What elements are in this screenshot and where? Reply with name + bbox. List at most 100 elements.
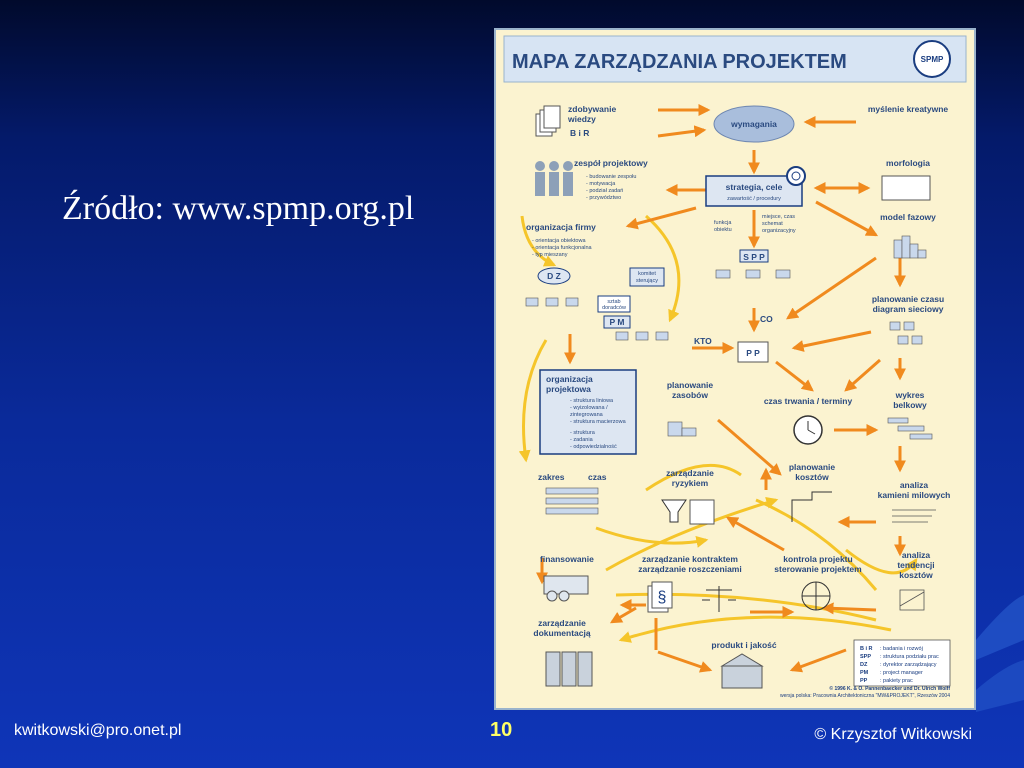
org-item-3: - typ mieszany: [532, 252, 568, 258]
contract-paragraph-icon: [647, 581, 673, 613]
pp-box-icon: [737, 341, 769, 363]
org-proj-item-1: - struktura liniowa: [570, 398, 614, 404]
czas-label: czas: [588, 472, 607, 482]
org-proj-box: [539, 369, 637, 455]
cost-chart-icon: [791, 491, 832, 522]
kontrakty-line1: zarządzanie kontraktem: [642, 554, 738, 564]
cloud-icon: [713, 105, 795, 143]
komitet-box: [629, 267, 665, 287]
koszty-line2: kosztów: [795, 472, 829, 482]
money-icon: [543, 575, 589, 602]
dz-box: [537, 267, 571, 285]
kontrakty-line2: zarządzanie roszczeniami: [638, 564, 741, 574]
ryzyko-line1: zarządzanie: [666, 468, 714, 478]
org-item-1: - orientacja obiektowa: [532, 238, 586, 244]
source-text: Źródło: www.spmp.org.pl: [62, 190, 415, 227]
legend-val-4: : project manager: [880, 670, 923, 676]
people-icon: [535, 161, 573, 196]
ryzyko-line2: ryzykiem: [672, 478, 709, 488]
org-proj-line2: projektowa: [546, 384, 591, 394]
legend-val-3: : dyrektor zarządzający: [880, 662, 937, 668]
pm-label: P M: [610, 317, 625, 327]
strategia-line1: strategia, cele: [726, 182, 783, 192]
org-proj-item-7: - odpowiedzialność: [570, 444, 617, 450]
miejsce-line3: organizacyjny: [762, 228, 796, 234]
spp-tree-icon: [715, 269, 791, 279]
org-proj-item-4: - struktura macierzowa: [570, 419, 627, 425]
koszty-line1: planowanie: [789, 462, 836, 472]
co-label: CO: [760, 314, 773, 324]
credit-line1: © 1996 K. & O. Pannenbaecker und Dr. Ulr…: [829, 685, 950, 692]
planowanie-zasobow-line1: planowanie: [667, 380, 714, 390]
resources-chart-icon: [667, 421, 697, 437]
paragraph-icon: §: [658, 589, 667, 606]
kontrola-line1: kontrola projektu: [783, 554, 852, 564]
legend-val-1: : badania i rozwój: [880, 646, 923, 652]
organizacja-firmy-label: organizacja firmy: [526, 222, 596, 232]
zespol-item-4: - przywództwo: [586, 195, 621, 201]
scales-icon: [702, 586, 736, 612]
org-proj-item-2: - wyizolowana /: [570, 405, 608, 411]
kamienie-line2: kamieni milowych: [878, 490, 951, 500]
spp-box: [739, 249, 769, 263]
strategia-line2: zawartość / procedury: [727, 196, 781, 202]
br-label: B i R: [570, 128, 589, 138]
wymagania-label: wymagania: [730, 119, 777, 129]
org-proj-item-3: zintegrowana: [570, 412, 604, 418]
finansowanie-label: finansowanie: [540, 554, 594, 564]
dz-label: D Z: [547, 271, 561, 281]
factory-icon: [720, 653, 764, 689]
planowanie-czasu-line1: planowanie czasu: [872, 294, 944, 304]
legend-val-2: : struktura podziału prac: [880, 654, 939, 660]
zespol-item-2: - motywacja: [586, 181, 616, 187]
dokumentacja-line1: zarządzanie: [538, 618, 586, 628]
org-proj-line1: organizacja: [546, 374, 593, 384]
produkt-label: produkt i jakość: [711, 640, 776, 650]
risk-chart-icon: [689, 499, 715, 525]
scope-time-icon: [545, 487, 599, 515]
sztab-line1: sztab: [607, 299, 620, 305]
legend-key-5: PP: [860, 678, 868, 684]
tendencje-line2: tendencji: [897, 560, 934, 570]
page-number: 10: [490, 719, 513, 741]
kontrola-line2: sterowanie projektem: [774, 564, 862, 574]
legend-key-4: PM: [860, 670, 869, 676]
myslenie-label: myślenie kreatywne: [868, 104, 949, 114]
org-proj-item-5: - struktura: [570, 430, 596, 436]
legend-val-5: : pakiety prac: [880, 678, 913, 684]
poster-title: MAPA ZARZĄDZANIA PROJEKTEM: [512, 51, 847, 73]
org-chart-icon: [525, 297, 669, 341]
spmp-logo-icon: [913, 40, 951, 78]
milestone-chart-icon: [892, 509, 936, 523]
legend-key-1: B i R: [860, 646, 873, 652]
legend-key-3: DZ: [860, 662, 868, 668]
wykres-line1: wykres: [895, 390, 925, 400]
pm-box: [603, 315, 631, 329]
funkcja-line2: obiektu: [714, 227, 732, 233]
planowanie-czasu-line2: diagram sieciowy: [873, 304, 944, 314]
zespol-item-1: - budowanie zespołu: [586, 174, 636, 180]
zespol-item-3: - podział zadań: [586, 188, 623, 194]
miejsce-line2: schemat: [762, 221, 783, 227]
poster-diagram: MAPA ZARZĄDZANIA PROJEKTEM SPMP: [503, 35, 967, 699]
binders-icon: [545, 651, 593, 687]
funkcja-line1: funkcja: [714, 220, 732, 226]
wykres-line2: belkowy: [893, 400, 927, 410]
target-icon: [786, 166, 806, 186]
spp-label: S P P: [743, 252, 765, 262]
gantt-chart-icon: [887, 417, 933, 440]
spmp-logo-text: SPMP: [921, 55, 944, 64]
model-fazowy-label: model fazowy: [880, 212, 936, 222]
zdobywanie-line1: zdobywanie: [568, 104, 616, 114]
org-item-2: - orientacja funkcjonalna: [532, 245, 593, 251]
phase-chart-icon: [893, 235, 927, 259]
komitet-line2: sterujący: [636, 278, 658, 284]
zespol-label: zespół projektowy: [574, 158, 648, 168]
komitet-line1: komitet: [638, 271, 656, 277]
project-management-map-poster: MAPA ZARZĄDZANIA PROJEKTEM SPMP: [494, 28, 976, 710]
legend-key-2: SPP: [860, 654, 871, 660]
planowanie-zasobow-line2: zasobów: [672, 390, 708, 400]
tendencje-line3: kosztów: [899, 570, 933, 580]
trend-chart-icon: [899, 589, 925, 611]
